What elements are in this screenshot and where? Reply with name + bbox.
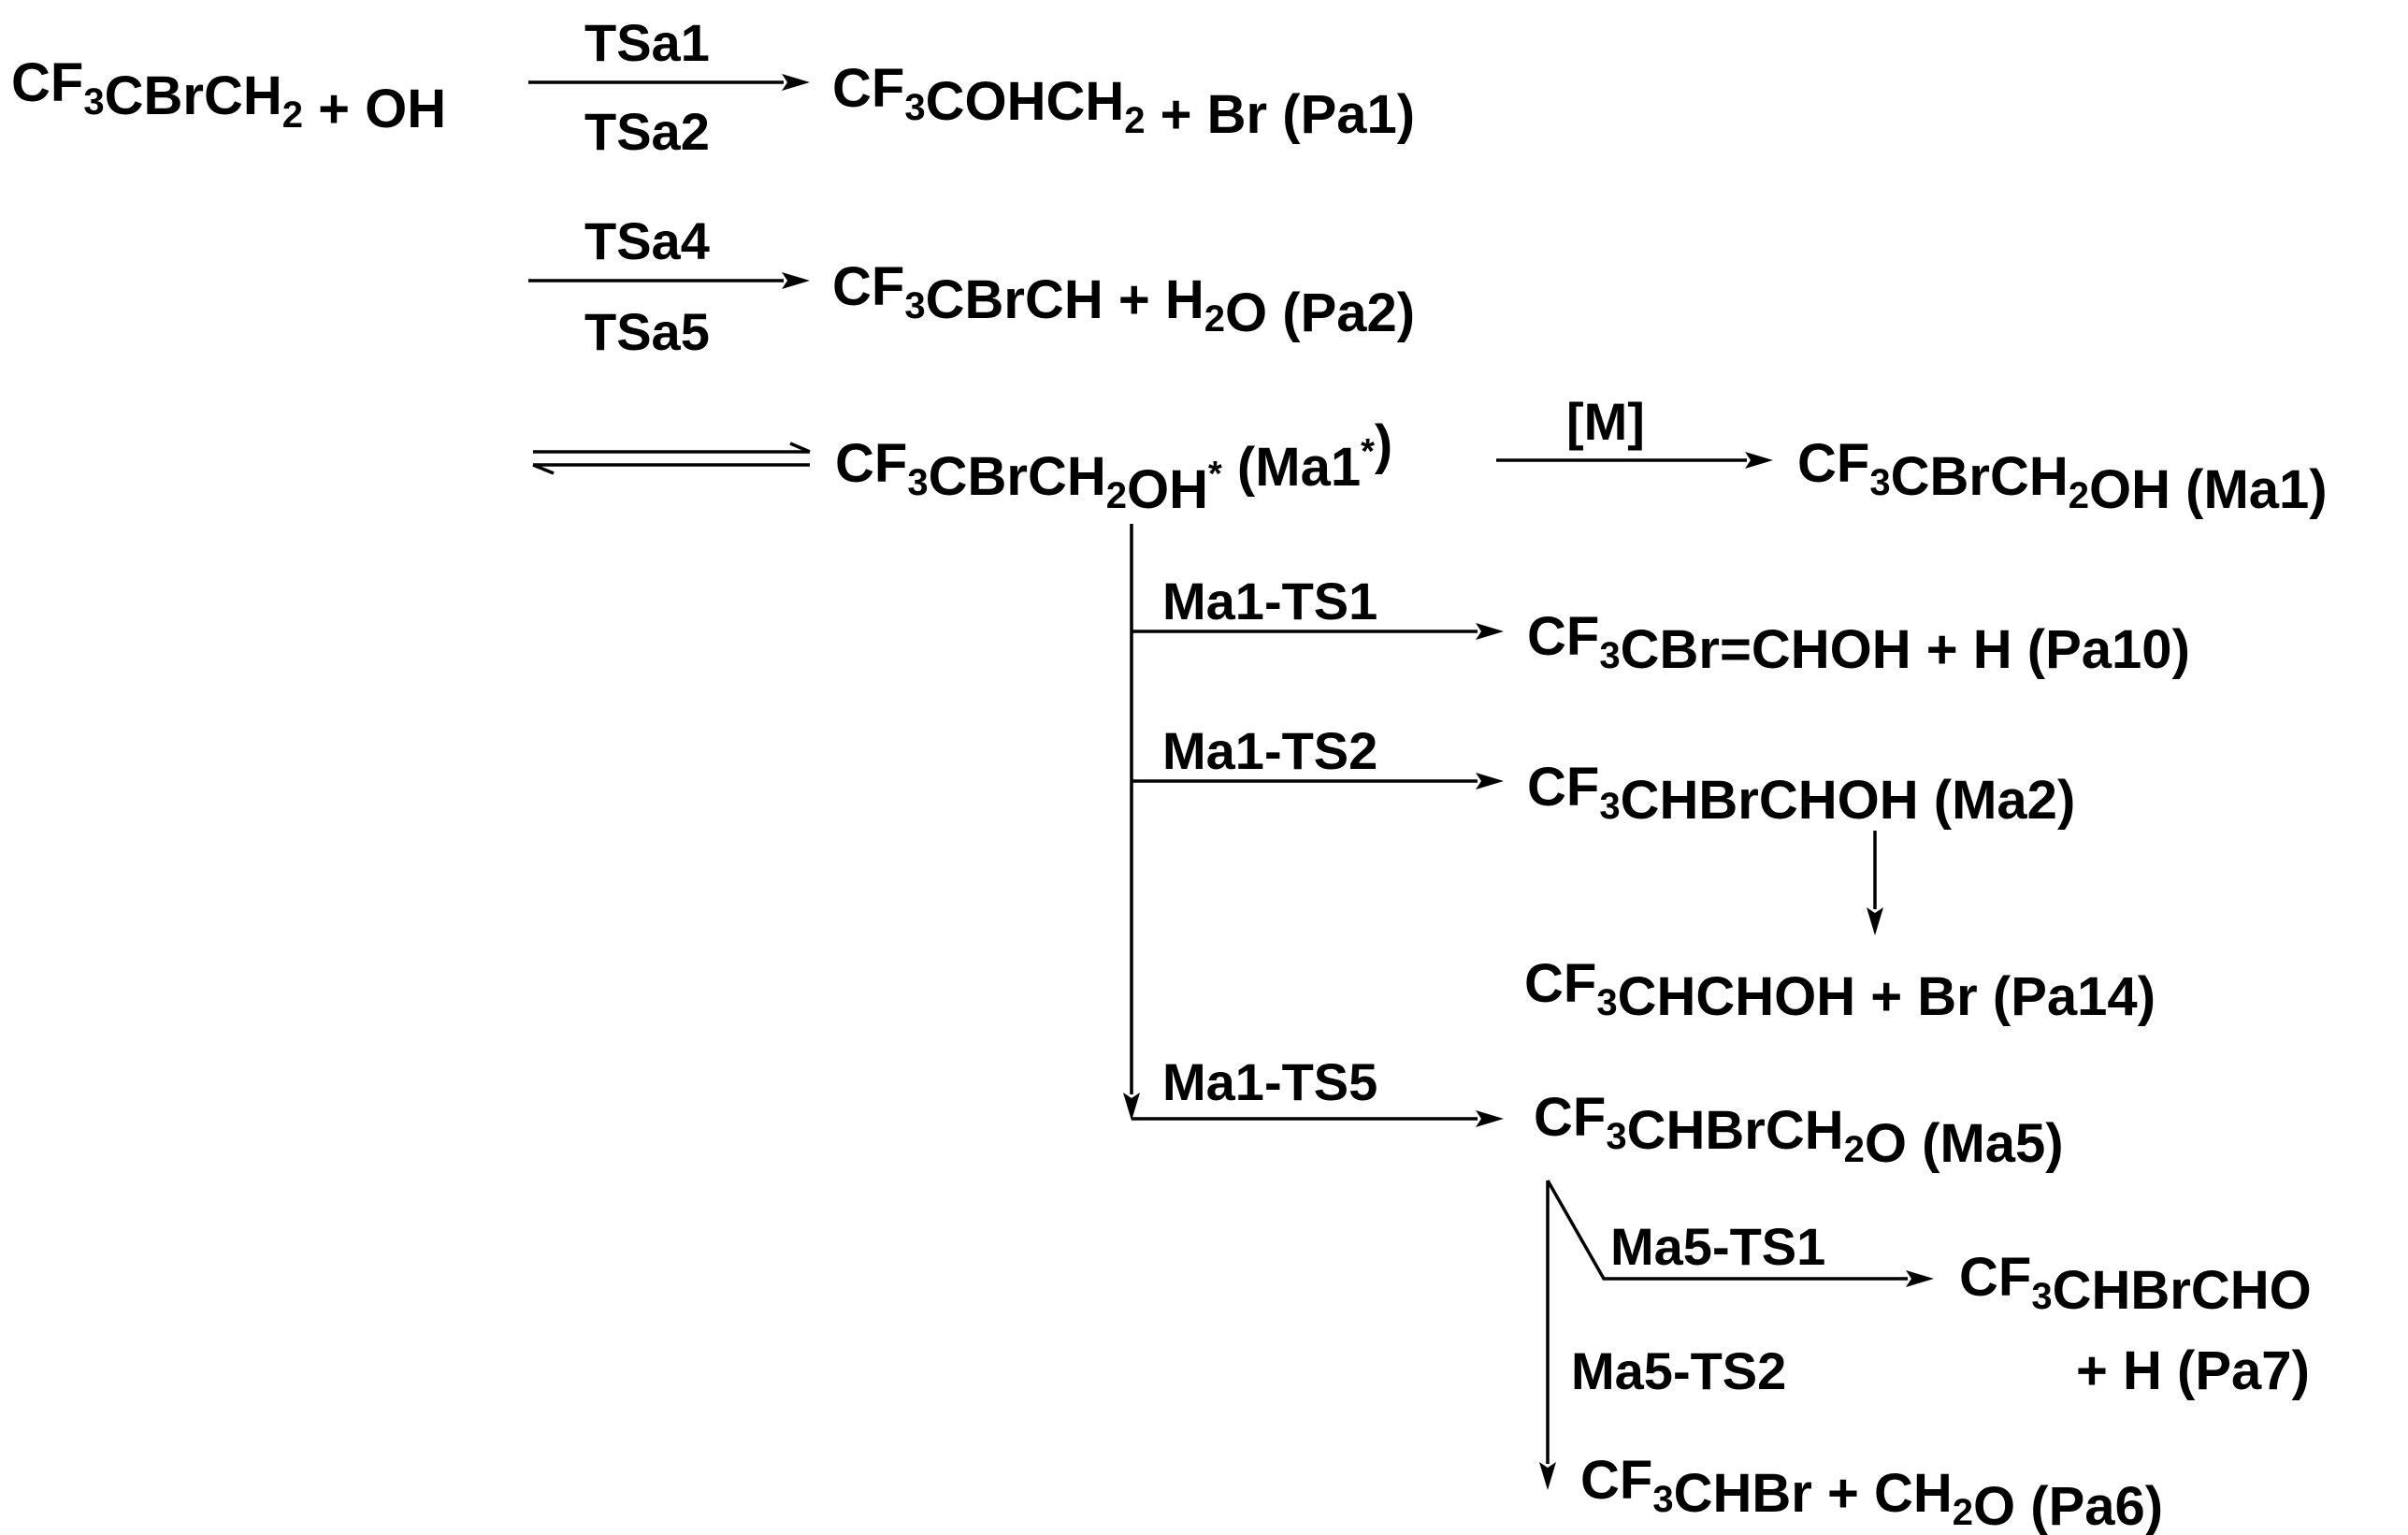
species-ma2: CF3CHBrCHOH (Ma2) (1527, 757, 2075, 831)
species-pa10: CF3CBr=CHOH + H (Pa10) (1527, 606, 2190, 680)
arrow-to-pa1 (528, 74, 810, 91)
label-tsa4: TSa4 (584, 211, 710, 270)
label-ma5-ts2: Ma5-TS2 (1571, 1341, 1786, 1400)
label-ma1-ts5: Ma1-TS5 (1162, 1052, 1377, 1111)
species-pa14: CF3CHCHOH + Br (Pa14) (1524, 953, 2156, 1027)
equilibrium-arrow-ma1-star (532, 442, 811, 475)
species-ma1: CF3CBrCH2OH (Ma1) (1797, 433, 2328, 520)
label-ma1-ts1: Ma1-TS1 (1162, 572, 1377, 630)
label-m: [M] (1566, 392, 1645, 451)
species-pa6: CF3CHBr + CH2O (Pa6) (1580, 1450, 2163, 1535)
branch-trunk-ma1 (1123, 524, 1140, 1121)
species-ma5: CF3CHBrCH2O (Ma5) (1534, 1087, 2064, 1174)
species-reactants: CF3CBrCH2 + OH (11, 52, 446, 139)
species-pa1: CF3COHCH2 + Br (Pa1) (832, 58, 1415, 145)
species-pa2: CF3CBrCH + H2O (Pa2) (832, 256, 1415, 343)
label-tsa5: TSa5 (584, 302, 710, 361)
arrow-to-ma5 (1132, 1110, 1504, 1127)
label-tsa1: TSa1 (584, 13, 710, 72)
species-pa7-line1: CF3CHBrCHO (1959, 1247, 2312, 1321)
arrow-to-pa6 (1539, 1180, 1556, 1490)
arrow-to-pa10 (1132, 623, 1504, 640)
species-pa7-line2: + H (Pa7) (2076, 1340, 2310, 1401)
arrow-to-pa7 (1546, 1180, 1934, 1287)
arrow-to-ma2 (1132, 773, 1504, 789)
arrow-to-pa14 (1867, 831, 1883, 935)
species-ma1-star: CF3CBrCH2OH* (Ma1*) (835, 414, 1392, 520)
arrow-to-ma1 (1496, 452, 1773, 469)
arrow-to-pa2 (528, 272, 810, 289)
label-tsa2: TSa2 (584, 102, 710, 161)
label-ma5-ts1: Ma5-TS1 (1610, 1217, 1825, 1276)
label-ma1-ts2: Ma1-TS2 (1162, 721, 1377, 780)
